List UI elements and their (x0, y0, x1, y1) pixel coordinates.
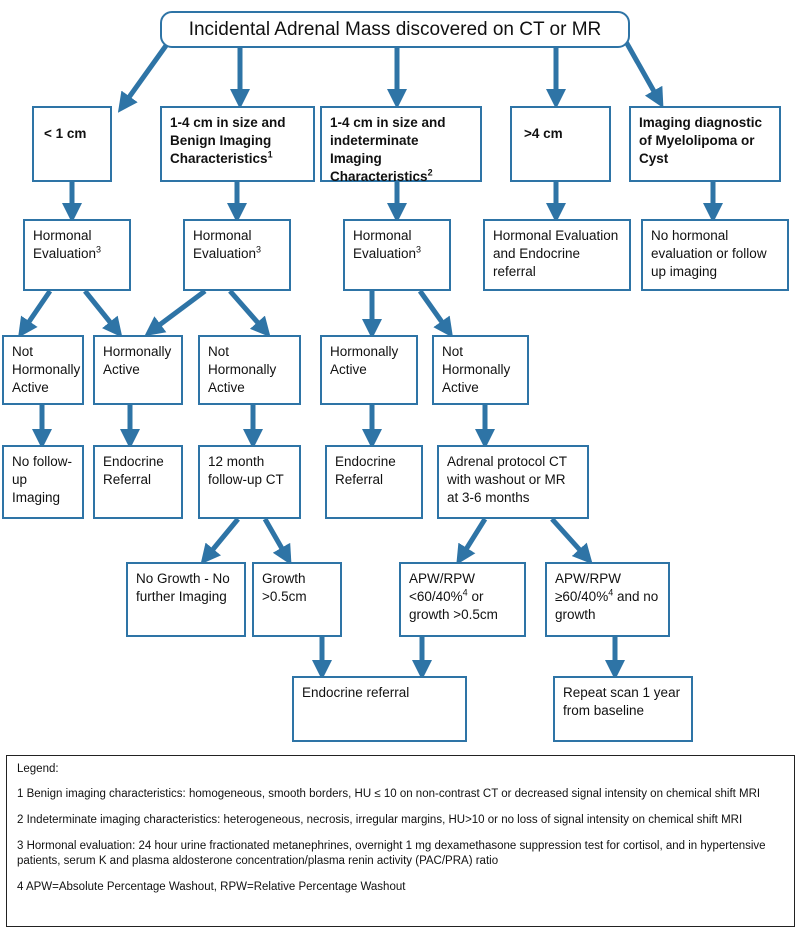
arrow-title-to-lt1 (117, 38, 173, 113)
legend-heading: Legend: (17, 763, 59, 775)
box-benign: 1-4 cm in size and Benign Imaging Charac… (160, 106, 315, 182)
box-adrenal-protocol: Adrenal protocol CT with washout or MR a… (437, 445, 589, 519)
box-lt1cm: < 1 cm (32, 106, 112, 182)
box-gt4cm: >4 cm (510, 106, 611, 182)
box-repeat-scan: Repeat scan 1 year from baseline (553, 676, 693, 742)
legend-item-4: 4 APW=Absolute Percentage Washout, RPW=R… (17, 881, 406, 893)
arrow-ct-to-nogrowth (200, 517, 240, 565)
box-indeterminate: 1-4 cm in size and indeterminate Imaging… (320, 106, 482, 184)
arrow-ct-to-growth (262, 517, 292, 566)
arrow-protocol-to-apwlow (550, 517, 593, 565)
box-not-active-1: Not Hormonally Active (2, 335, 84, 405)
legend-item-2: 2 Indeterminate imaging characteristics:… (17, 814, 743, 826)
box-hormonal-eval-endocrine: Hormonal Evaluation and Endocrine referr… (483, 219, 631, 291)
box-active-3: Hormonally Active (320, 335, 418, 405)
legend-box: Legend: 1 Benign imaging characteristics… (6, 755, 795, 927)
box-endocrine-referral-final: Endocrine referral (292, 676, 467, 742)
box-myelolipoma: Imaging diagnostic of Myelolipoma or Cys… (629, 106, 781, 182)
box-no-hormonal-eval: No hormonal evaluation or follow up imag… (641, 219, 789, 291)
box-apw-low: APW/RPW ≥60/40%4 and no growth (545, 562, 670, 637)
box-not-active-3: Not Hormonally Active (432, 335, 529, 405)
box-hormonal-eval-3: Hormonal Evaluation3 (343, 219, 451, 291)
box-endocrine-referral-1: Endocrine Referral (93, 445, 183, 519)
arrow-protocol-to-apwhigh (456, 517, 488, 565)
box-not-active-2: Not Hormonally Active (198, 335, 301, 405)
page-title: Incidental Adrenal Mass discovered on CT… (188, 18, 602, 40)
arrow-eval1-to-active (83, 289, 123, 338)
legend-item-1: 1 Benign imaging characteristics: homoge… (17, 788, 761, 800)
flowchart-arrows (18, 38, 723, 681)
arrow-eval2-to-active (144, 288, 207, 337)
box-endocrine-referral-3: Endocrine Referral (325, 445, 423, 519)
box-apw-high: APW/RPW <60/40%4 or growth >0.5cm (399, 562, 526, 637)
box-no-followup: No follow-up Imaging (2, 445, 84, 519)
arrow-title-to-myelo (622, 38, 664, 109)
arrow-eval3-to-notactive (417, 289, 454, 338)
box-hormonal-eval-1: Hormonal Evaluation3 (23, 219, 131, 291)
box-hormonal-eval-2: Hormonal Evaluation3 (183, 219, 291, 291)
arrow-eval1-to-notactive (18, 289, 53, 338)
box-12month-ct: 12 month follow-up CT (198, 445, 301, 519)
arrow-eval2-to-notactive (228, 289, 271, 338)
box-no-growth: No Growth - No further Imaging (126, 562, 246, 637)
box-growth: Growth >0.5cm (252, 562, 342, 637)
legend-item-3: 3 Hormonal evaluation: 24 hour urine fra… (17, 840, 766, 867)
title-box: Incidental Adrenal Mass discovered on CT… (160, 11, 630, 48)
box-active-1: Hormonally Active (93, 335, 183, 405)
